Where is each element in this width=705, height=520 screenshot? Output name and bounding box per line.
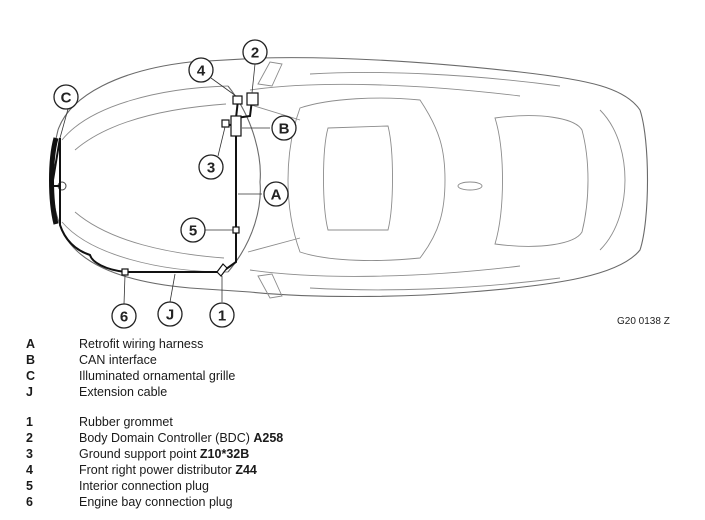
legend-key: 2 [26,431,33,445]
legend-key: 3 [26,447,33,461]
legend-text: Engine bay connection plug [79,494,233,510]
legend-description: Front right power distributor [79,463,236,477]
legend-text: Retrofit wiring harness [79,336,203,352]
legend-description: CAN interface [79,353,157,367]
legend-code: A258 [253,431,284,445]
callout-label: A [271,187,282,204]
callout-J: J [157,301,183,327]
power-distributor-z44 [232,95,243,105]
callout-label: 3 [207,160,215,177]
legend-description: Ground support point [79,447,200,461]
legend-text: Ground support point Z10*32B [79,446,249,462]
callout-4: 4 [188,57,214,83]
legend-text: Illuminated ornamental grille [79,368,235,384]
legend-description: Rubber grommet [79,415,173,429]
legend-description: Extension cable [79,385,168,399]
legend-text: Interior connection plug [79,478,209,494]
ground-support-point [221,119,230,128]
legend-key: 6 [26,495,33,509]
figure-code: G20 0138 Z [617,316,670,327]
legend-key: 1 [26,415,33,429]
bdc-a258 [246,92,259,106]
legend-description: Illuminated ornamental grille [79,369,236,383]
legend-key: J [26,385,33,399]
legend-description: Body Domain Controller (BDC) [79,431,254,445]
callout-label: C [61,90,72,107]
callout-6: 6 [111,303,137,329]
legend-text: Rubber grommet [79,414,173,430]
legend-key: 4 [26,463,33,477]
legend-key: A [26,337,36,351]
interior-connection-plug [232,226,240,234]
legend-description: Interior connection plug [79,479,209,493]
callout-C: C [53,84,79,110]
engine-bay-connection-plug [121,268,129,276]
callout-label: 5 [189,223,197,240]
legend-key: C [26,369,36,383]
components [121,92,259,277]
legend-text: Extension cable [79,384,167,400]
legend-text: Front right power distributor Z44 [79,462,257,478]
callout-1: 1 [209,302,235,328]
callout-label: 2 [251,45,259,62]
callout-2: 2 [242,39,268,65]
callout-B: B [271,115,297,141]
callout-label: J [166,307,174,324]
callout-label: B [279,121,290,138]
legend-text: Body Domain Controller (BDC) A258 [79,430,283,446]
leader-lines [59,63,270,305]
legend-code: Z44 [235,463,257,477]
car-wiring-diagram: A B C J 1 2 3 4 5 6 [49,39,649,329]
callout-3: 3 [198,154,224,180]
legend-description: Retrofit wiring harness [79,337,204,351]
callout-A: A [263,181,289,207]
legend-code: Z10*32B [199,447,250,461]
legend-description: Engine bay connection plug [79,495,233,509]
callout-label: 4 [197,63,206,80]
rubber-grommet [216,263,228,277]
callout-label: 1 [218,308,226,325]
can-interface [230,115,242,137]
car-body-outline [49,57,649,299]
callout-label: 6 [120,309,128,326]
callout-5: 5 [180,217,206,243]
legend-key: B [26,353,36,367]
legend-text: CAN interface [79,352,157,368]
legend-key: 5 [26,479,33,493]
